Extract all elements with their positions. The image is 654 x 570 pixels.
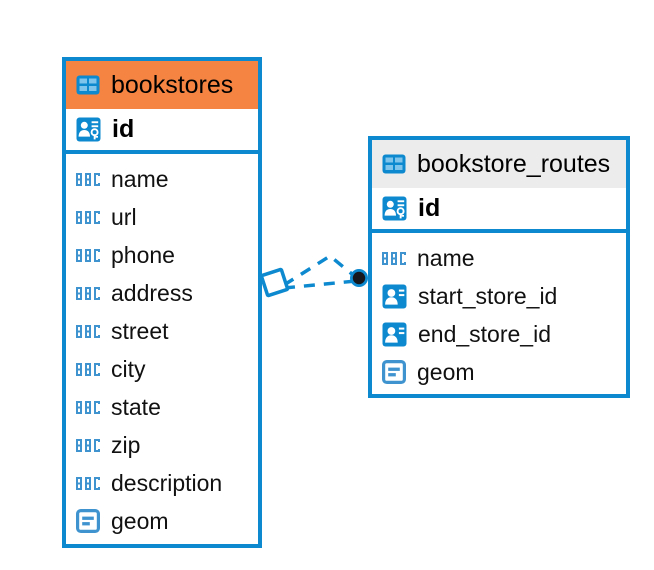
text-type-icon (76, 172, 100, 186)
relationship-line-lower (283, 279, 357, 290)
entity-columns-bookstore-routes: name start_store_id (372, 233, 626, 397)
geometry-type-icon (382, 360, 406, 384)
primary-key-icon (76, 117, 101, 142)
entity-title: bookstores (111, 70, 234, 99)
column-row[interactable]: state (66, 388, 258, 426)
column-row[interactable]: start_store_id (372, 277, 626, 315)
text-type-icon (76, 438, 100, 452)
column-name: name (111, 165, 169, 192)
entity-header-bookstore-routes[interactable]: bookstore_routes (372, 140, 626, 188)
column-row-primary-key[interactable]: id (66, 109, 258, 154)
relationship-line-upper (283, 253, 360, 287)
entity-bookstores[interactable]: bookstores id (62, 57, 262, 548)
table-icon (382, 154, 406, 174)
foreign-key-icon (382, 284, 407, 309)
column-row[interactable]: phone (66, 236, 258, 274)
column-name: url (111, 203, 137, 230)
column-row[interactable]: geom (372, 353, 626, 391)
text-type-icon (76, 362, 100, 376)
column-row-primary-key[interactable]: id (372, 188, 626, 233)
column-name: start_store_id (418, 282, 558, 309)
entity-bookstore-routes[interactable]: bookstore_routes id (368, 136, 630, 398)
column-row[interactable]: url (66, 198, 258, 236)
text-type-icon (76, 476, 100, 490)
column-name: state (111, 393, 161, 420)
entity-columns-bookstores: name (66, 154, 258, 546)
column-row[interactable]: city (66, 350, 258, 388)
column-row[interactable]: end_store_id (372, 315, 626, 353)
column-row[interactable]: zip (66, 426, 258, 464)
column-name: address (111, 279, 193, 306)
text-type-icon (76, 210, 100, 224)
column-name: end_store_id (418, 320, 551, 347)
entity-title: bookstore_routes (417, 149, 611, 178)
text-type-icon (76, 248, 100, 262)
geometry-type-icon (76, 509, 100, 533)
column-row[interactable]: description (66, 464, 258, 502)
text-type-icon (76, 286, 100, 300)
column-row[interactable]: name (372, 239, 626, 277)
column-name: geom (417, 358, 475, 385)
column-name: phone (111, 241, 175, 268)
primary-key-icon (382, 196, 407, 221)
foreign-key-icon (382, 322, 407, 347)
column-row[interactable]: geom (66, 502, 258, 540)
column-name: name (417, 244, 475, 271)
column-name: street (111, 317, 169, 344)
text-type-icon (76, 400, 100, 414)
column-name: id (112, 115, 135, 143)
column-name: description (111, 469, 223, 496)
filled-circle-marker (352, 271, 366, 285)
column-name: city (111, 355, 146, 382)
table-icon (76, 75, 100, 95)
column-row[interactable]: address (66, 274, 258, 312)
column-row[interactable]: street (66, 312, 258, 350)
column-name: zip (111, 431, 141, 458)
column-name: id (418, 194, 441, 222)
filled-circle-marker-ring (350, 269, 368, 287)
entity-header-bookstores[interactable]: bookstores (66, 61, 258, 109)
column-row[interactable]: name (66, 160, 258, 198)
hollow-diamond-marker (259, 267, 290, 298)
text-type-icon (76, 324, 100, 338)
column-name: geom (111, 507, 169, 534)
text-type-icon (382, 251, 406, 265)
